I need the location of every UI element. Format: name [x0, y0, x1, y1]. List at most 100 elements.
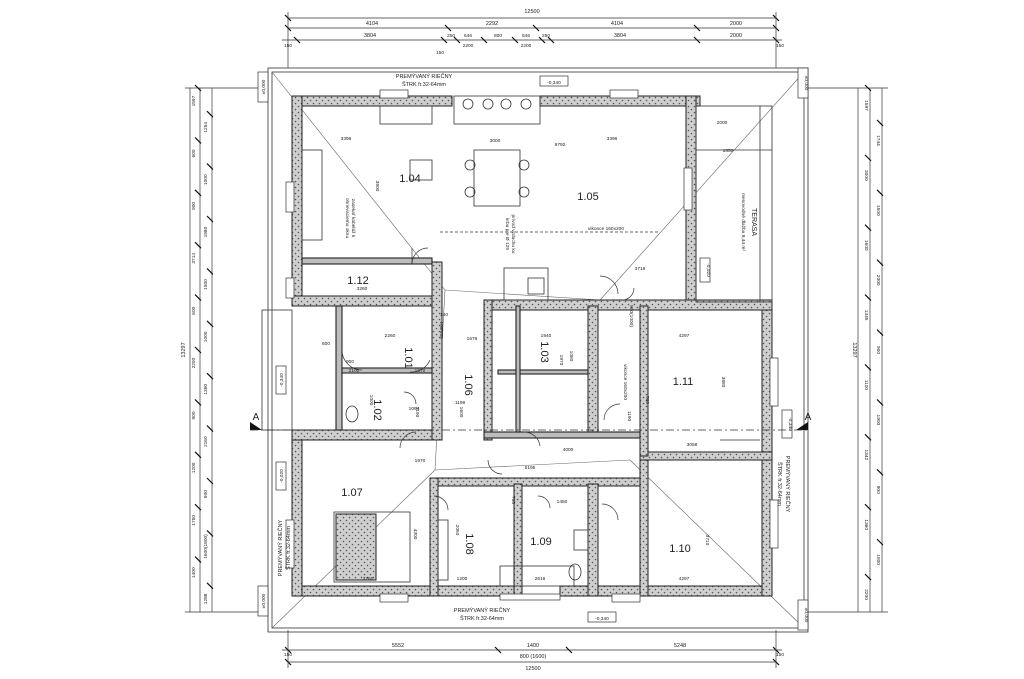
room-label-1-07: 1.07: [341, 487, 362, 499]
inner-dim-19: 2000: [717, 120, 728, 126]
room-label-1-09: 1.09: [530, 536, 551, 548]
dimension-bottom: 5552 1400 5248 150 150 800 (1600) 12500: [282, 630, 784, 672]
dim-left-18: 1400: [191, 567, 197, 578]
inner-dim-21: 3880: [720, 377, 726, 388]
dim-top-sub-3: 2200: [521, 43, 532, 49]
inner-dim-30: 700: [510, 496, 516, 504]
dim-right-9: 1900: [875, 415, 881, 426]
inner-dim-14: 3260: [363, 576, 374, 582]
dim-left-17: 1600(1800): [203, 534, 209, 559]
dim-left-0: 1597: [191, 95, 197, 106]
dim-right-14: 2200: [863, 589, 869, 600]
dim-top-r2-6: 250: [542, 33, 550, 39]
gravel-left-line2: ŠTRK fr.32-64mm: [285, 526, 292, 570]
dim-total-top: 12500: [524, 9, 539, 15]
dim-left-6: 3714: [191, 253, 197, 264]
dim-left-14: 1200: [191, 462, 197, 473]
dim-left-8: 600: [191, 306, 197, 314]
inner-dim-27: 1600: [458, 407, 464, 418]
dim-bottom-right: 150: [776, 652, 784, 658]
dim-left-9: 1000: [203, 331, 209, 342]
dim-top-4: 2000: [730, 21, 742, 27]
window-note-1: vikonce 160x200: [588, 226, 624, 232]
dim-left-16: 1750: [191, 515, 197, 526]
level-left-b: -0,020: [279, 469, 285, 483]
dim-left-1: 1254: [203, 122, 209, 133]
room-label-1-05: 1.05: [577, 191, 598, 203]
dim-top-r2-3: 646: [464, 33, 472, 39]
vent-line2: krbu pre Ø 125: [504, 218, 510, 250]
room-labels: 1.041.051.121.011.021.061.031.111.071.08…: [341, 173, 693, 555]
dim-left-15: 900: [203, 490, 209, 498]
dim-top-r2-8: 2000: [730, 33, 742, 39]
room-label-1-12: 1.12: [347, 275, 368, 287]
gravel-top-line2: ŠTRK fr.32-64mm: [402, 81, 446, 88]
dim-bottom-3: 5248: [674, 643, 686, 649]
gravel-right-line1: PREMÝVANÝ RIEČNY: [784, 456, 791, 513]
dim-right-4: 1600: [863, 240, 869, 251]
dim-left-3: 1000: [203, 174, 209, 185]
inner-dim-16: 2616: [535, 576, 546, 582]
inner-dim-42: 1676: [467, 336, 478, 342]
level-right-a: -0,340: [787, 417, 793, 431]
inner-dim-22: 3710: [704, 535, 710, 546]
inner-dim-39: 500: [644, 396, 650, 404]
level-bl: ±0,000: [261, 593, 267, 608]
dim-right-15: 13297: [851, 342, 857, 357]
dim-bottom-left: 150: [284, 652, 292, 658]
inner-dim-28: 1080: [568, 351, 574, 362]
dim-top-sub-2: 2200: [463, 43, 474, 49]
inner-dim-35: 1970: [558, 355, 564, 366]
dim-left-5: 1980: [203, 226, 209, 237]
inner-dim-20: 3716: [635, 266, 646, 272]
dim-right-5: 2000: [875, 275, 881, 286]
terrace-subtitle: mesovodné dlažba 9,44 m²: [740, 193, 746, 251]
dimension-left: 1597125460010009001980371415006001000220…: [181, 84, 262, 613]
dim-left-2: 600: [191, 149, 197, 157]
roof-outline: [267, 67, 809, 633]
windows: [261, 89, 779, 603]
inner-dim-37: 1190: [626, 411, 632, 422]
inner-dim-40: 100/150: [438, 321, 444, 339]
dim-right-7: 900: [875, 346, 881, 354]
dim-top-r2-5: 646: [522, 33, 530, 39]
dim-right-10: 1342: [863, 449, 869, 460]
dim-right-0: 1597: [863, 100, 869, 111]
dim-left-7: 1500: [203, 279, 209, 290]
inner-dim-1: 3000: [490, 138, 501, 144]
terrace-title: TERASA: [750, 208, 757, 236]
inner-dim-10: 1094: [409, 406, 420, 412]
level-bottom: -0,340: [595, 616, 609, 622]
inner-dim-38: 900(1000): [628, 305, 634, 327]
room-label-1-04: 1.04: [399, 173, 420, 185]
dim-top-r2-1: 3804: [364, 33, 376, 39]
inner-dim-11: 1000: [368, 395, 374, 406]
inner-dim-24: 4300: [412, 529, 418, 540]
dim-right-3: 1500: [875, 205, 881, 216]
gravel-bottom-line2: ŠTRK fr.32-64mm: [460, 615, 504, 622]
walls: [291, 95, 773, 597]
dim-left-12: 900: [191, 411, 197, 419]
vent-line1: prívod vzduchu ku: [510, 215, 516, 254]
dim-top-left: 150: [284, 43, 292, 49]
annotations: PREMÝVANÝ RIEČNY ŠTRK fr.32-64mm PREMÝVA…: [250, 67, 812, 631]
dim-top-2: 2292: [486, 21, 498, 27]
inner-dim-25: 2050: [454, 525, 460, 536]
inner-dim-31: 600: [322, 341, 330, 347]
section-mark-left: A: [253, 412, 260, 423]
dim-top-sub-1: 150: [436, 50, 444, 56]
inner-dim-6: 1940: [541, 333, 552, 339]
level-tr: ±0,000: [803, 76, 809, 91]
dim-right-11: 900: [875, 486, 881, 494]
inner-dim-18: 1850: [723, 148, 734, 154]
level-tl: ±0,000: [261, 79, 267, 94]
dim-right-8: 1100: [863, 380, 869, 391]
inner-dim-15: 1200: [457, 576, 468, 582]
dim-top-3: 4104: [611, 21, 623, 27]
section-mark-right: A: [805, 412, 812, 423]
dim-right-1: 1744: [875, 135, 881, 146]
inner-dim-23: 3900: [374, 181, 380, 192]
inner-dim-2: 3396: [607, 136, 618, 142]
room-label-1-03: 1.03: [538, 341, 550, 362]
